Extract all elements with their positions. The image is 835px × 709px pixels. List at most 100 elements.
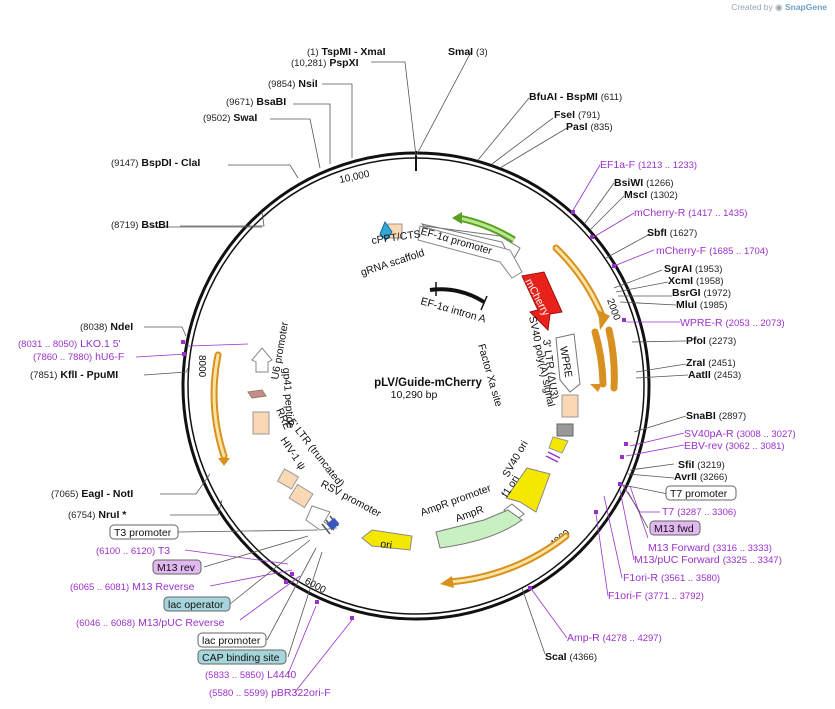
map-label: M13 rev (157, 562, 196, 574)
wpre-arrow (555, 333, 581, 393)
map-label: (1627) (670, 228, 697, 239)
map-label: (1302) (650, 190, 677, 201)
map-label: (6754) (68, 510, 95, 521)
ef1a-intron-arc (429, 287, 486, 304)
map-label: (7860 .. 7880) (33, 352, 92, 363)
map-label: (10,281) PspXI (291, 57, 359, 69)
plasmid-name: pLV/Guide-mCherry (374, 377, 482, 389)
site-sfii: SfiI (678, 459, 694, 471)
map-label: (6065 .. 6081) (70, 582, 129, 593)
snapgene-watermark: Created by ◉ SnapGene (731, 2, 827, 13)
map-label: (10,281) (291, 58, 326, 69)
ori-arrow (361, 529, 413, 551)
primer-t3: T3 (158, 545, 170, 557)
map-label: (3266) (700, 472, 727, 483)
site-pasi: PasI (566, 121, 588, 133)
map-label: (2053 .. 2073) (726, 318, 785, 329)
site-pspxi: PspXI (329, 57, 358, 69)
map-label: BsiWI (1266) (614, 177, 674, 189)
map-label: WPRE-R (2053 .. 2073) (680, 317, 785, 329)
primer-m13puc-reverse: M13/pUC Reverse (138, 617, 225, 629)
map-label: SgrAI (1953) (664, 263, 722, 275)
map-label: (2451) (708, 358, 735, 369)
tick-8000: 8000 (196, 355, 207, 378)
map-label: (5580 .. 5599) pBR322ori-F (209, 687, 331, 699)
map-label: (1213 .. 1233) (638, 160, 697, 171)
map-label: (3316 .. 3333) (713, 543, 772, 554)
map-label: (1266) (646, 178, 673, 189)
map-label: (3287 .. 3306) (677, 507, 736, 518)
map-label: AvrII (3266) (674, 471, 727, 483)
map-label: (2273) (709, 336, 736, 347)
map-label: (9147) (111, 158, 138, 169)
sv40-ori-box (548, 436, 569, 454)
site-nrui: NruI * (98, 509, 127, 521)
site-fsei: FseI (554, 109, 575, 121)
f1-ori-arrow (505, 467, 551, 513)
label-ori: ori (380, 538, 393, 552)
map-label: (9147) BspDI - ClaI (111, 157, 200, 169)
map-label: (8031 .. 8050) LKO.1 5' (18, 338, 121, 350)
map-label: T3 promoter (114, 527, 172, 539)
map-label: (1953) (695, 264, 722, 275)
map-label: (6754) NruI * (68, 509, 127, 521)
map-label: EBV-rev (3062 .. 3081) (684, 440, 785, 452)
feature-arc-2 (591, 328, 607, 388)
feature-arc-3 (605, 326, 618, 392)
map-label: T7 (3287 .. 3306) (662, 506, 736, 518)
map-label: F1ori-R (3561 .. 3580) (623, 572, 720, 584)
site-bstbi: BstBI (141, 219, 169, 231)
grna-scaffold-icon (379, 220, 393, 241)
map-label: (6100 .. 6120) T3 (96, 545, 170, 557)
site-bsrgi: BsrGI (672, 287, 701, 299)
site-bfuai-bspmi: BfuAI - BspMI (529, 91, 598, 103)
primer-sv40pa-r: SV40pA-R (684, 428, 734, 440)
lac-small-box (326, 517, 340, 531)
map-label: SmaI (3) (448, 46, 488, 58)
map-label: (6046 .. 6068) (76, 618, 135, 629)
primer-t7: T7 (662, 506, 674, 518)
site-pfoi: PfoI (686, 335, 706, 347)
map-label: SfiI (3219) (678, 459, 725, 471)
map-label: (7851) (30, 370, 57, 381)
box-t7-promoter (665, 485, 737, 501)
site-scai: ScaI (545, 651, 567, 663)
map-label: MluI (1985) (676, 299, 727, 311)
watermark-prefix: Created by (731, 2, 773, 12)
primer-mcherry-f: mCherry-F (656, 245, 706, 257)
map-label: (1972) (704, 288, 731, 299)
map-label: (3561 .. 3580) (661, 573, 720, 584)
map-label: (5580 .. 5599) (209, 688, 268, 699)
map-label: (6100 .. 6120) (96, 546, 155, 557)
map-label: (6046 .. 6068) M13/pUC Reverse (76, 617, 225, 629)
map-label: (7851) KflI - PpuMI (30, 369, 118, 381)
hiv1-psi-box (276, 468, 300, 490)
map-label: SV40pA-R (3008 .. 3027) (684, 428, 796, 440)
site-xcmi: XcmI (668, 275, 693, 287)
map-label: BsrGI (1972) (672, 287, 731, 299)
map-label: (8038) NdeI (80, 321, 133, 333)
map-label: (7065) (51, 489, 78, 500)
map-label: (3008 .. 3027) (737, 429, 796, 440)
map-label: (4366) (570, 652, 597, 663)
map-label: M13/pUC Forward (3325 .. 3347) (634, 554, 782, 566)
map-label: SnaBI (2897) (686, 410, 746, 422)
map-label: (6065 .. 6081) M13 Reverse (70, 581, 195, 593)
map-label: (9854) NsiI (268, 78, 318, 90)
map-label: (611) (601, 92, 622, 103)
map-label: (7860 .. 7880) hU6-F (33, 351, 124, 363)
primer-hu6-f: hU6-F (95, 351, 124, 363)
map-label: lac promoter (202, 635, 261, 647)
tick-10000: 10,000 (338, 169, 371, 186)
site-avrii: AvrII (674, 471, 697, 483)
box-t3-promoter (109, 524, 179, 540)
site-sgrai: SgrAI (664, 263, 692, 275)
map-label: CAP binding site (202, 652, 280, 664)
map-label: T7 promoter (670, 488, 728, 500)
primer-ebv-rev: EBV-rev (684, 440, 723, 452)
map-label: lac operator (168, 599, 224, 611)
primer-mcherry-r: mCherry-R (634, 207, 686, 219)
primer-wpre-r: WPRE-R (680, 317, 723, 329)
primer-marks (181, 210, 628, 620)
